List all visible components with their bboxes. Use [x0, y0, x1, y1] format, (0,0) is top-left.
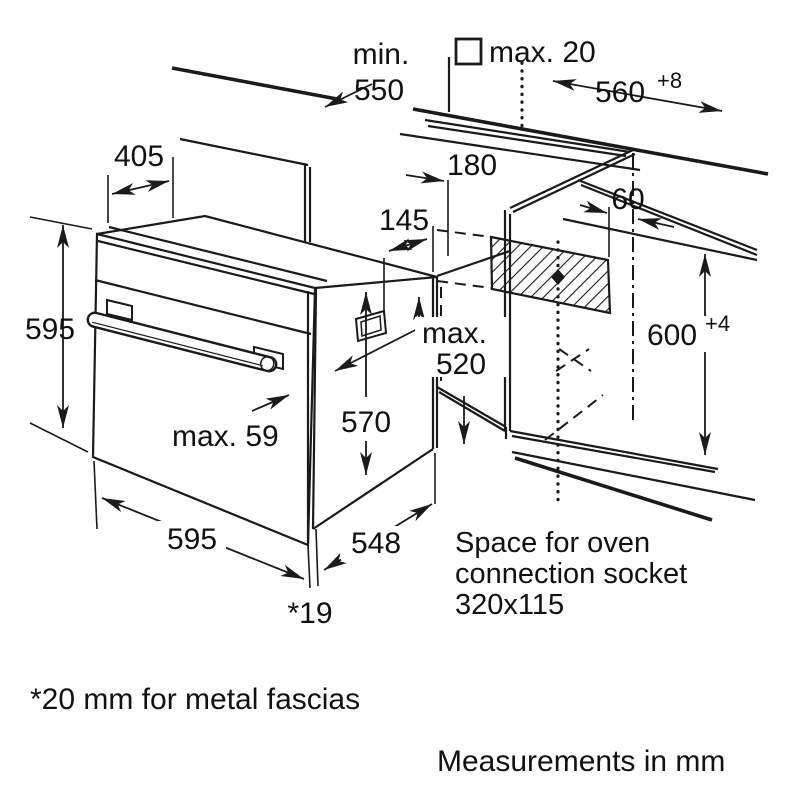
label-niche-height-tolerance: +4 [705, 311, 730, 336]
label-fascia-gap: *19 [287, 597, 332, 630]
dim-arrow-180 [405, 171, 445, 184]
label-socket-max-height-2: 520 [436, 348, 486, 381]
annotation-notes: Space for oven connection socket 320x115… [30, 527, 725, 778]
vent-slot [354, 309, 388, 343]
worktop-and-wall-lines [171, 57, 769, 242]
cabinet-niche [436, 61, 758, 522]
dim-arrow-max59-lower [251, 394, 290, 412]
door-handle [86, 298, 284, 373]
dim-arrow-560 [552, 79, 723, 113]
label-vent-distance: 145 [379, 204, 429, 237]
label-wall-gap: max. 20 [489, 36, 596, 69]
note-socket-line3: 320x115 [455, 589, 564, 621]
label-oven-front-height: 595 [25, 313, 75, 346]
label-niche-width-tolerance: +8 [657, 68, 682, 93]
dim-arrow-60-left [579, 200, 608, 214]
label-body-height: 570 [341, 406, 391, 439]
dimension-labels: min. 550 max. 20 560 +8 405 595 180 145 … [25, 36, 746, 630]
label-oven-width: 595 [167, 523, 217, 556]
label-top-clearance: 405 [114, 140, 164, 173]
dim-arrow-405 [111, 180, 170, 195]
label-oven-depth: 548 [351, 527, 401, 560]
socket-area-hatch [489, 235, 612, 315]
label-socket-top-distance: 180 [447, 149, 497, 182]
dim-arrow-60-right [637, 218, 675, 230]
label-socket-side-distance: 60 [611, 183, 644, 216]
note-socket-line2: connection socket [455, 558, 687, 590]
label-niche-width: 560 [595, 76, 645, 109]
label-worktop-min: min. [353, 38, 410, 71]
label-door-protrusion: max. 59 [172, 420, 279, 453]
label-socket-max-height-1: max. [422, 317, 487, 350]
note-units: Measurements in mm [437, 745, 725, 778]
note-socket-line1: Space for oven [455, 527, 650, 559]
oven [86, 214, 439, 589]
label-worktop-550: 550 [354, 74, 404, 107]
dim-arrow-min-550 [324, 83, 373, 108]
socket-center-marker [551, 269, 565, 285]
dim-arrow-145 [388, 238, 428, 252]
square-gap-symbol [454, 37, 483, 66]
label-niche-height: 600 [647, 319, 697, 352]
note-fascia: *20 mm for metal fascias [30, 683, 360, 716]
